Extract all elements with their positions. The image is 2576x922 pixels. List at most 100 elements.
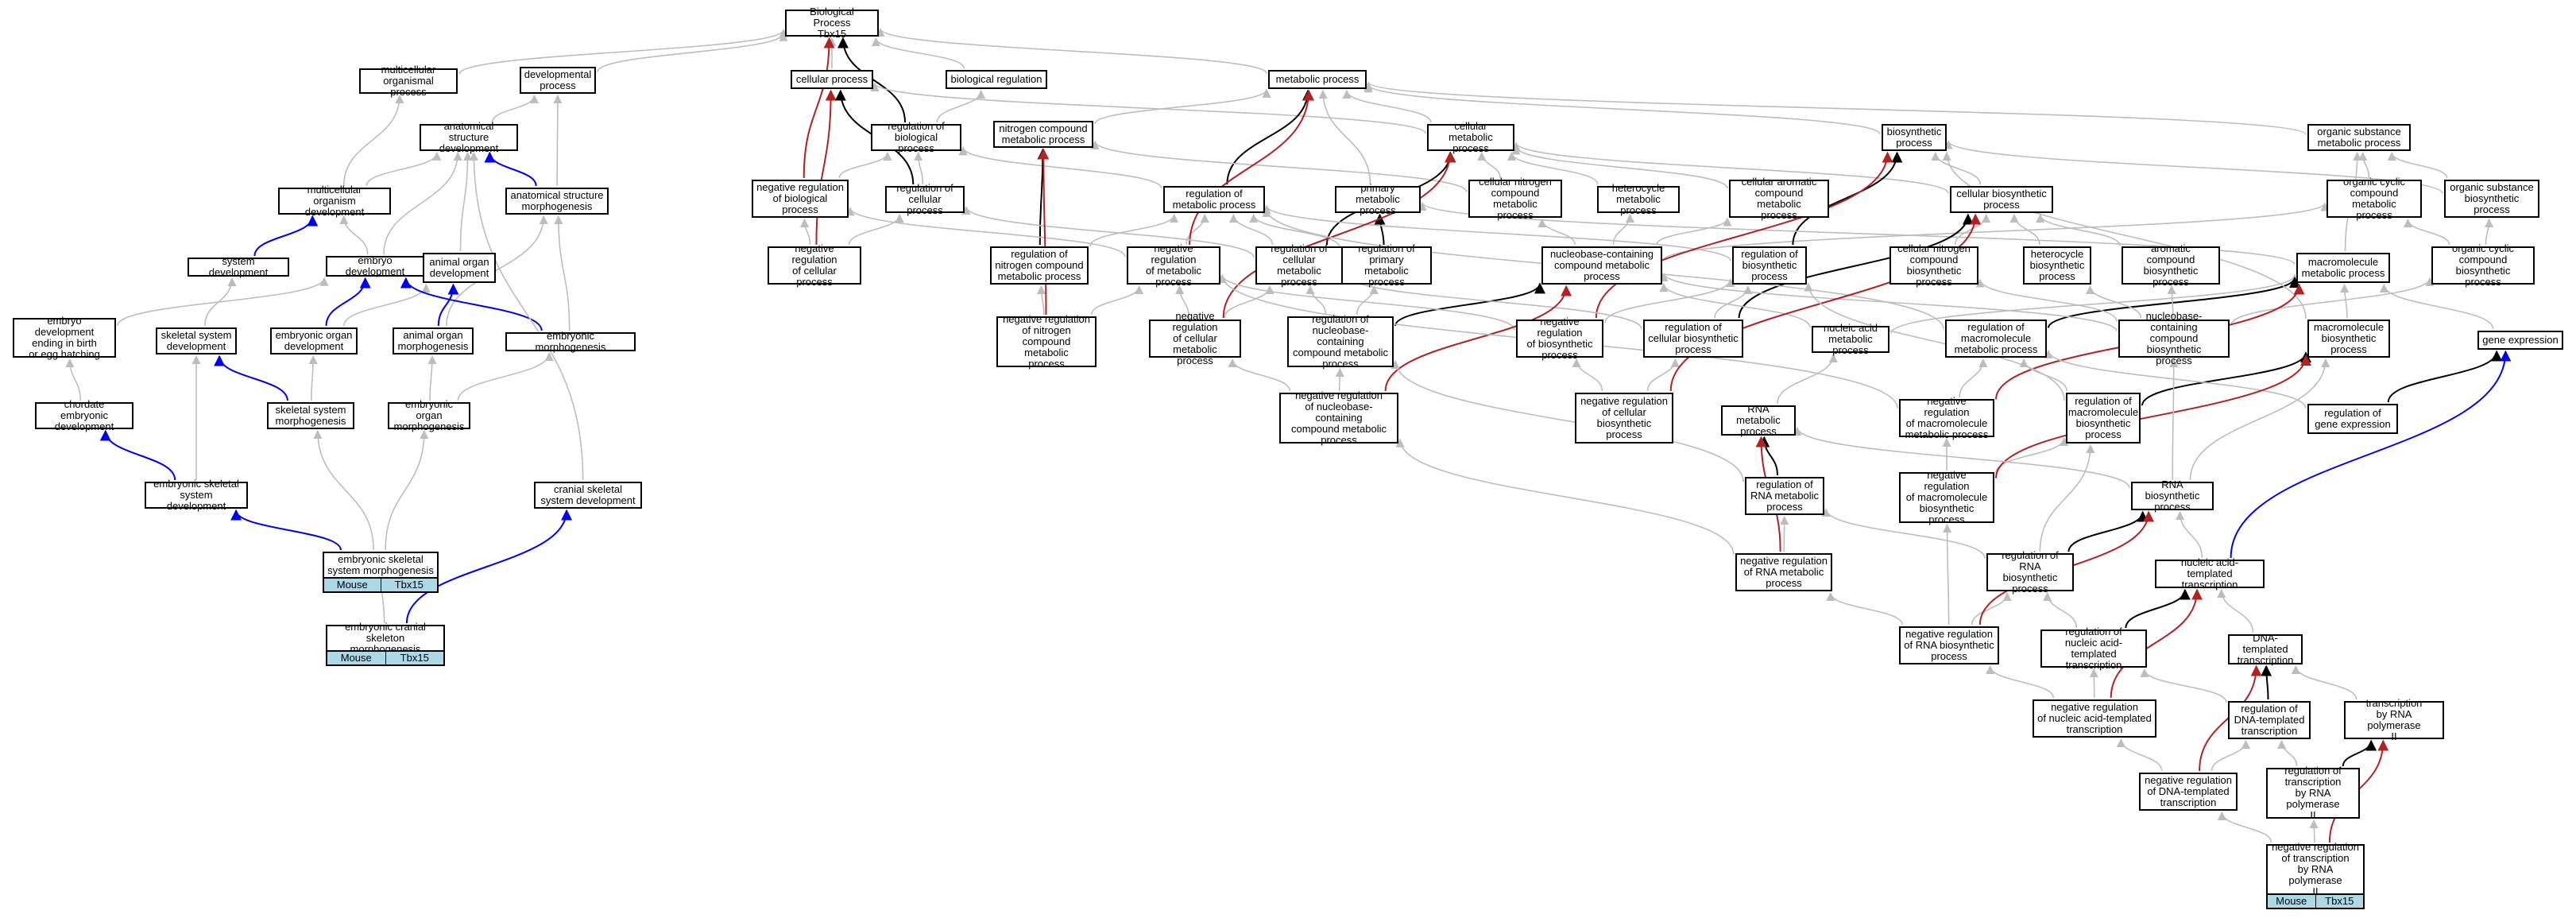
go-term-cellproc[interactable]: cellular process bbox=[791, 70, 873, 89]
go-term-multidev[interactable]: multicellular organism development bbox=[278, 184, 391, 218]
go-term-regcell[interactable]: regulation of cellular process bbox=[885, 183, 965, 216]
go-term-negbio[interactable]: negative regulation of biological proces… bbox=[752, 180, 849, 218]
go-term-negcell[interactable]: negative regulation of cellular process bbox=[768, 243, 861, 288]
go-term-negcellmet[interactable]: negative regulation of cellular metaboli… bbox=[1149, 311, 1241, 366]
go-term-negmacrobio[interactable]: negative regulation of macromolecule bio… bbox=[1899, 470, 1994, 525]
go-term-nitro[interactable]: nitrogen compound metabolic process bbox=[993, 121, 1093, 148]
go-term-embskeldev[interactable]: embryonic skeletal system development bbox=[145, 478, 248, 512]
go-term-negnucleo[interactable]: negative regulation of nucleobase-contai… bbox=[1279, 390, 1398, 446]
go-term-orgsub[interactable]: organic substance metabolic process bbox=[2307, 124, 2411, 151]
go-term-regmacro[interactable]: regulation of macromolecule metabolic pr… bbox=[1945, 320, 2047, 358]
go-term-sysdev[interactable]: system development bbox=[188, 256, 289, 278]
edge-negrnabio-to-regrnabio bbox=[1971, 591, 2012, 626]
go-term-embskelmorph[interactable]: embryonic skeletal system morphogenesis bbox=[323, 552, 439, 579]
go-term-hetbio[interactable]: heterocycle biosynthetic process bbox=[2023, 246, 2091, 285]
go-term-embmorph[interactable]: embryonic morphogenesis bbox=[505, 331, 636, 353]
go-term-rnabio[interactable]: RNA biosynthetic process bbox=[2131, 479, 2214, 513]
edge-dnatx-to-nucacidtx bbox=[2217, 588, 2254, 633]
go-term-regnitro[interactable]: regulation of nitrogen compound metaboli… bbox=[990, 246, 1089, 285]
go-term-cranskel[interactable]: cranial skeletal system development bbox=[534, 482, 642, 509]
go-term-regdnatx[interactable]: regulation of DNA-templated transcriptio… bbox=[2228, 701, 2311, 739]
go-term-devproc[interactable]: developmental process bbox=[520, 67, 596, 94]
go-term-regprim[interactable]: regulation of primary metabolic process bbox=[1341, 243, 1432, 288]
go-term-nucacid[interactable]: nucleic acid metabolic process bbox=[1812, 323, 1889, 356]
edge-negmet-to-metproc bbox=[1189, 89, 1315, 246]
go-term-anatdev[interactable]: anatomical structure development bbox=[420, 121, 518, 154]
go-term-emborgdev[interactable]: embryonic organ development bbox=[270, 327, 358, 354]
go-term-reggene[interactable]: regulation of gene expression bbox=[2307, 404, 2398, 434]
go-term-cellarom[interactable]: cellular aromatic compound metabolic pro… bbox=[1729, 176, 1829, 221]
go-term-chordate[interactable]: chordate embryonic development bbox=[35, 399, 133, 432]
go-term-regmacrobio[interactable]: regulation of macromolecule biosynthetic… bbox=[2066, 393, 2141, 444]
edge-animorgdev-to-anatdev bbox=[459, 151, 473, 252]
go-term-negnitro[interactable]: negative regulation of nitrogen compound… bbox=[996, 314, 1097, 370]
go-term-regnucacidtx[interactable]: regulation of nucleic acid-templated tra… bbox=[2040, 626, 2147, 671]
go-term-cellbiosyn[interactable]: cellular biosynthetic process bbox=[1950, 186, 2053, 213]
go-term-skelmorph[interactable]: skeletal system morphogenesis bbox=[267, 402, 354, 429]
go-term-biosyn[interactable]: biosynthetic process bbox=[1882, 124, 1947, 151]
go-term-macromet[interactable]: macromolecule metabolic process bbox=[2296, 253, 2390, 283]
edge-negbiosyn-to-regbiosyn bbox=[1604, 277, 1735, 323]
edge-nucleo-to-hetmet bbox=[1612, 213, 1635, 246]
go-term-arombio[interactable]: aromatic compound biosynthetic process bbox=[2122, 243, 2220, 288]
edge-regnitro-to-nitro bbox=[1037, 148, 1049, 246]
go-term-nucleo[interactable]: nucleobase-containing compound metabolic… bbox=[1541, 246, 1662, 285]
edge-anatmorph-to-devproc bbox=[553, 94, 563, 187]
go-term-anatmorph[interactable]: anatomical structure morphogenesis bbox=[505, 188, 609, 215]
go-term-emborgmorph[interactable]: embryonic organ morphogenesis bbox=[388, 399, 470, 432]
go-term-regmet[interactable]: regulation of metabolic process bbox=[1163, 186, 1265, 213]
go-term-embbirth[interactable]: embryo development ending in birth or eg… bbox=[13, 316, 116, 360]
go-term-metproc[interactable]: metabolic process bbox=[1268, 70, 1367, 89]
go-term-regtxpol2[interactable]: regulation of transcription by RNA polym… bbox=[2266, 765, 2360, 821]
edge-sysdev-to-multidev bbox=[253, 215, 319, 257]
go-term-negcellbio[interactable]: negative regulation of cellular biosynth… bbox=[1575, 393, 1673, 444]
edge-negcell-to-cellproc bbox=[815, 89, 837, 246]
go-term-cellnitro[interactable]: cellular nitrogen compound metabolic pro… bbox=[1468, 176, 1562, 221]
go-term-geneexp[interactable]: gene expression bbox=[2477, 331, 2563, 350]
go-term-negrnabio[interactable]: negative regulation of RNA biosynthetic … bbox=[1899, 626, 1999, 664]
go-term-negmacro[interactable]: negative regulation of macromolecule met… bbox=[1899, 396, 1994, 440]
edge-regbio-to-bioreg bbox=[936, 89, 986, 123]
go-term-orgcycbio[interactable]: organic cyclic compound biosynthetic pro… bbox=[2431, 243, 2535, 288]
go-term-primmet[interactable]: primary metabolic process bbox=[1335, 183, 1421, 216]
go-term-regcellbio[interactable]: regulation of cellular biosynthetic proc… bbox=[1643, 320, 1743, 358]
edge-negbiosyn-to-negmet bbox=[1217, 273, 1515, 331]
edge-emborgdev-to-animorgdev bbox=[342, 283, 431, 327]
go-term-regcellmet[interactable]: regulation of cellular metabolic process bbox=[1255, 243, 1343, 288]
go-term-regbiosyn[interactable]: regulation of biosynthetic process bbox=[1732, 246, 1807, 285]
go-term-negnucacidtx[interactable]: negative regulation of nucleic acid-temp… bbox=[2033, 699, 2156, 738]
go-term-negrna[interactable]: negative regulation of RNA metabolic pro… bbox=[1735, 553, 1832, 591]
go-term-embcran[interactable]: embryonic cranial skeleton morphogenesis bbox=[326, 622, 445, 655]
go-term-dnatx[interactable]: DNA-templated transcription bbox=[2228, 633, 2303, 666]
go-term-regbio[interactable]: regulation of biological process bbox=[871, 121, 961, 154]
go-term-nucacidtx[interactable]: nucleic acid-templated transcription bbox=[2155, 557, 2265, 591]
edge-cellarom-to-cellmet bbox=[1511, 145, 1728, 189]
edge-embskelmorph-to-embskeldev bbox=[230, 509, 342, 551]
edge-biosyn-to-metproc bbox=[1363, 83, 1881, 135]
go-term-regrnabio[interactable]: regulation of RNA biosynthetic process bbox=[1986, 550, 2074, 595]
go-term-orgcyc[interactable]: organic cyclic compound metabolic proces… bbox=[2327, 176, 2422, 221]
go-term-txpol2[interactable]: transcription by RNA polymerase II bbox=[2344, 698, 2444, 742]
go-term-animorgdev[interactable]: animal organ development bbox=[423, 253, 496, 283]
go-term-regnucleo[interactable]: regulation of nucleobase-containing comp… bbox=[1287, 314, 1394, 370]
go-term-negmet[interactable]: negative regulation of metabolic process bbox=[1127, 243, 1220, 288]
go-term-nucleobio[interactable]: nucleobase-containing compound biosynthe… bbox=[2118, 311, 2230, 366]
go-term-cellmet[interactable]: cellular metabolic process bbox=[1427, 121, 1514, 154]
go-term-animorgmorph[interactable]: animal organ morphogenesis bbox=[393, 327, 474, 354]
go-term-orgsubbio[interactable]: organic substance biosynthetic process bbox=[2444, 180, 2539, 218]
edge-multiorg-to-bp bbox=[458, 29, 788, 75]
go-term-macrobio[interactable]: macromolecule biosynthetic process bbox=[2307, 320, 2390, 358]
edge-nucleobio-to-hetbio bbox=[2085, 285, 2142, 319]
go-term-hetmet[interactable]: heterocycle metabolic process bbox=[1597, 183, 1680, 216]
go-term-bp[interactable]: Biological Process Tbx15 bbox=[785, 6, 879, 40]
go-term-cellnitrobio[interactable]: cellular nitrogen compound biosynthetic … bbox=[1889, 243, 1978, 288]
go-term-rnamet[interactable]: RNA metabolic process bbox=[1721, 404, 1796, 437]
go-term-regrna[interactable]: regulation of RNA metabolic process bbox=[1745, 477, 1824, 515]
go-term-multiorg[interactable]: multicellular organismal process bbox=[359, 64, 458, 98]
go-term-negtxpol2[interactable]: negative regulation of transcription by … bbox=[2266, 842, 2365, 897]
go-term-negbiosyn[interactable]: negative regulation of biosynthetic proc… bbox=[1516, 316, 1603, 361]
go-term-bioreg[interactable]: biological regulation bbox=[946, 70, 1047, 89]
go-term-negdnatx[interactable]: negative regulation of DNA-templated tra… bbox=[2139, 773, 2238, 811]
go-term-embdev[interactable]: embryo development bbox=[326, 255, 424, 277]
go-term-skeldev[interactable]: skeletal system development bbox=[156, 327, 237, 354]
